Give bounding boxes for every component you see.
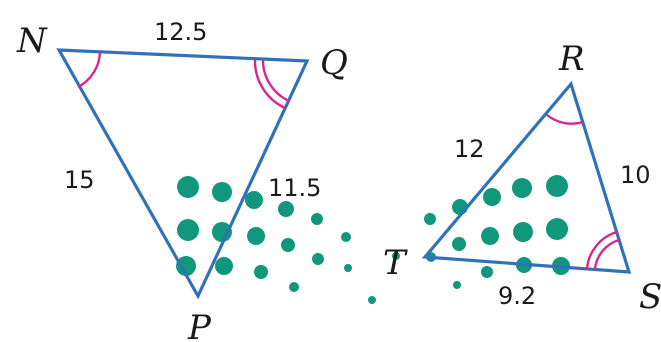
decorative-dot bbox=[278, 201, 294, 217]
decorative-dot bbox=[512, 178, 532, 198]
decorative-dot bbox=[176, 256, 196, 276]
vertex-label-p: P bbox=[187, 308, 212, 342]
triangle-nqp bbox=[56, 48, 310, 300]
decorative-dot bbox=[481, 266, 493, 278]
decorative-dot bbox=[344, 264, 352, 272]
decorative-dot bbox=[424, 213, 436, 225]
vertex-label-q: Q bbox=[320, 43, 348, 83]
decorative-dot bbox=[215, 257, 233, 275]
decorative-dot bbox=[368, 296, 376, 304]
decorative-dot bbox=[452, 237, 466, 251]
decorative-dot bbox=[341, 232, 351, 242]
side-label-ts: 9.2 bbox=[498, 282, 536, 310]
decorative-dot bbox=[392, 252, 400, 260]
decorative-dot bbox=[312, 253, 324, 265]
decorative-dot bbox=[281, 238, 295, 252]
decorative-dot bbox=[546, 175, 568, 197]
side-label-rs: 10 bbox=[620, 161, 651, 189]
decorative-dot bbox=[481, 227, 499, 245]
decorative-dot bbox=[311, 213, 323, 225]
angle-mark-s bbox=[585, 230, 620, 270]
vertex-label-r: R bbox=[558, 39, 585, 79]
decorative-dot bbox=[254, 265, 268, 279]
side-label-rt: 12 bbox=[454, 135, 485, 163]
angle-mark-n bbox=[77, 51, 102, 89]
decorative-dot bbox=[177, 176, 199, 198]
decorative-dot bbox=[212, 182, 232, 202]
decorative-dot bbox=[245, 191, 263, 209]
decorative-dot bbox=[453, 281, 461, 289]
vertex-label-s: S bbox=[639, 277, 661, 317]
decorative-dot bbox=[546, 218, 568, 240]
decorative-dot bbox=[177, 219, 199, 241]
side-label-nq: 12.5 bbox=[154, 18, 207, 46]
decorative-dot bbox=[247, 227, 265, 245]
angle-mark-r bbox=[546, 114, 584, 125]
vertex-label-t: T bbox=[383, 243, 408, 283]
decorative-dot bbox=[513, 222, 533, 242]
angle-mark-q bbox=[253, 58, 290, 110]
triangle-rst bbox=[421, 80, 632, 274]
decorative-dot bbox=[483, 188, 501, 206]
side-label-np: 15 bbox=[64, 166, 95, 194]
side-label-qp: 11.5 bbox=[268, 174, 321, 202]
decorative-dot bbox=[289, 282, 299, 292]
vertex-label-n: N bbox=[16, 21, 48, 61]
